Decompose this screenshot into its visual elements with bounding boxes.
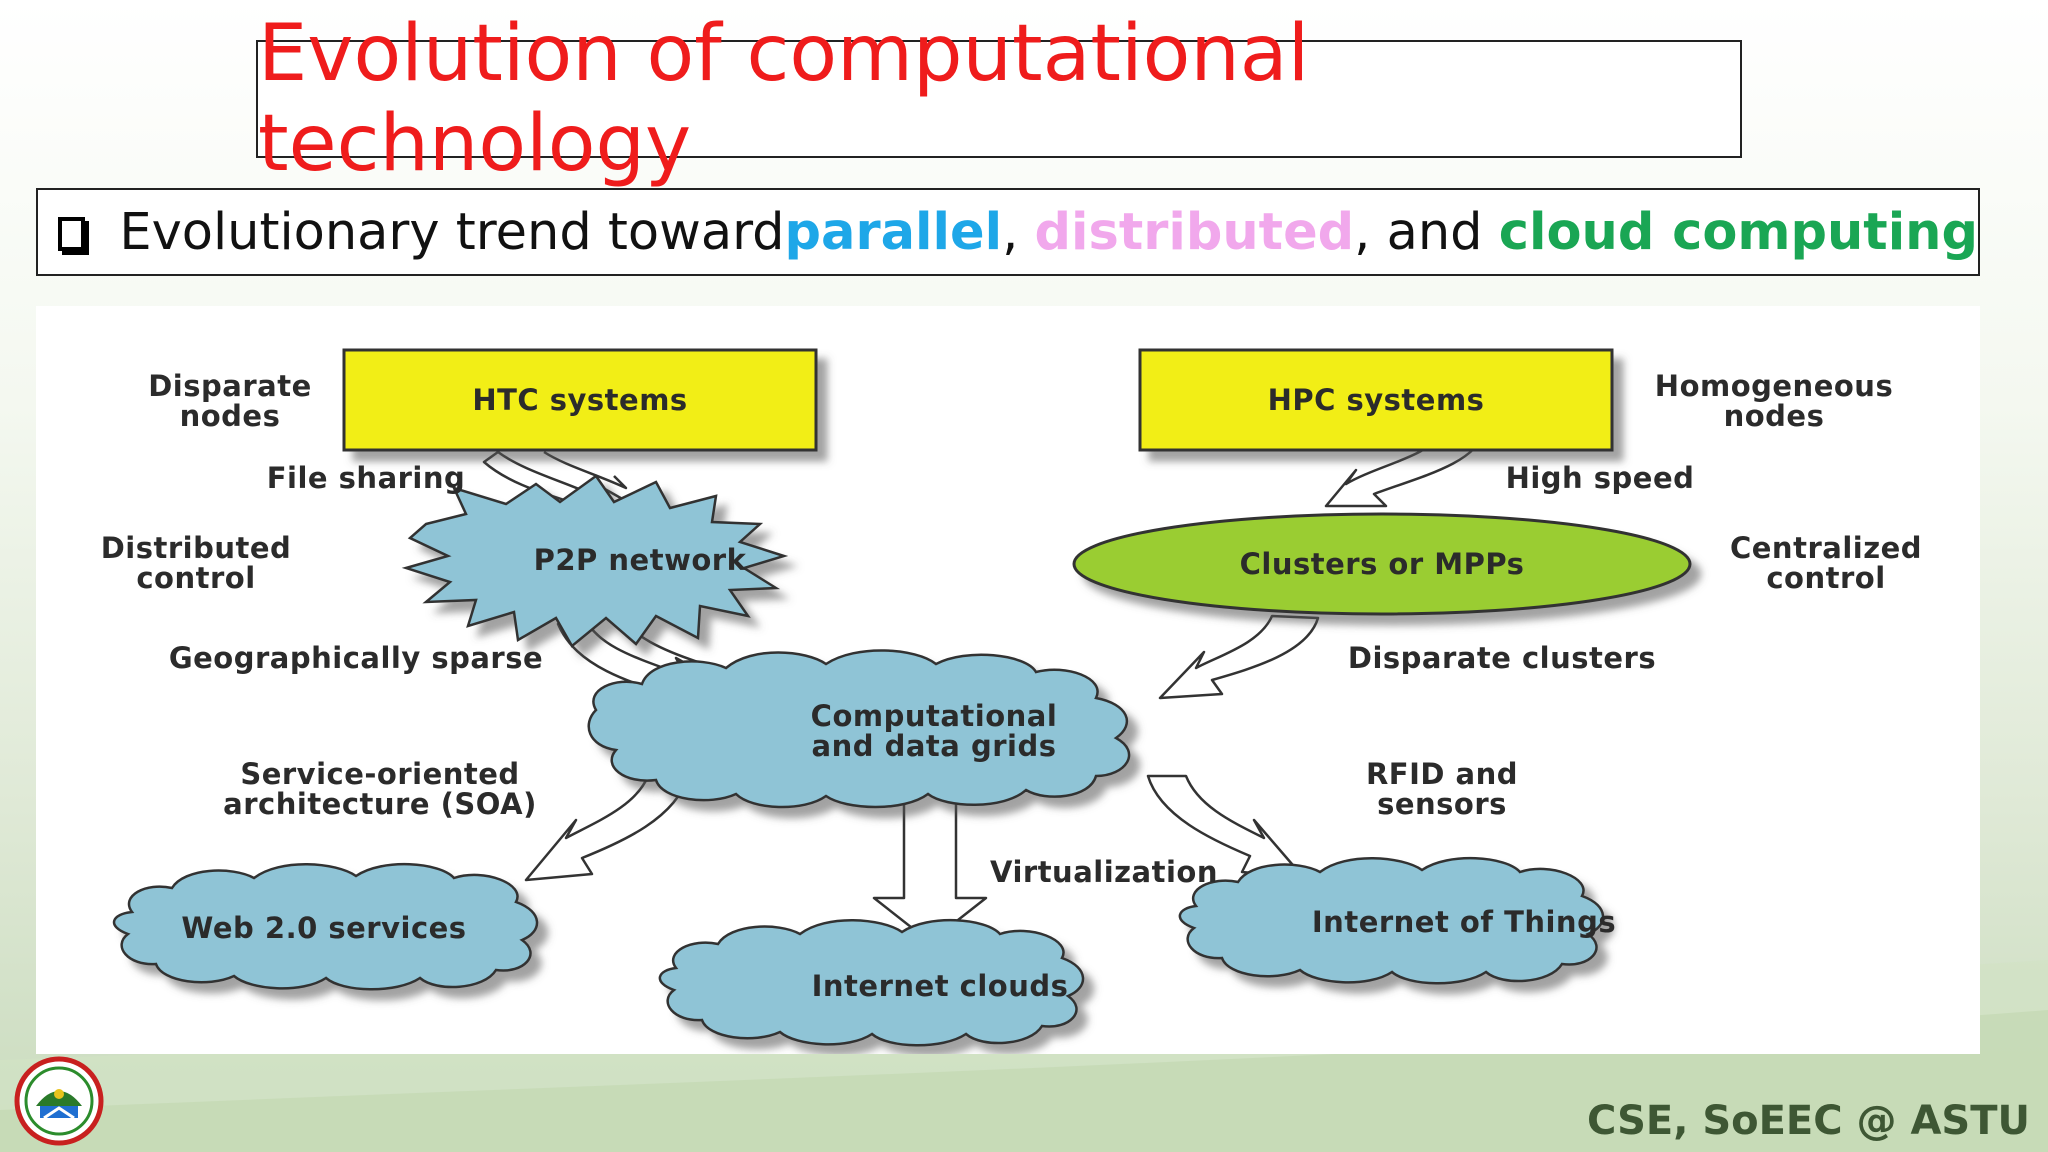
hpc-systems-box (1138, 348, 1614, 452)
internet-clouds-cloud (658, 918, 1085, 1047)
web20-label: Web 2.0 services (181, 911, 466, 945)
keyword-distributed: distributed (1034, 202, 1355, 262)
checkbox-bullet-icon (58, 217, 86, 251)
label-virtualization: Virtualization (990, 855, 1218, 889)
arrow-grids-to-iot (1146, 774, 1306, 880)
subtitle-box: Evolutionary trend toward parallel, dist… (36, 188, 1980, 276)
university-logo-icon (14, 1056, 104, 1146)
label-centralized-control-2: control (1766, 561, 1885, 595)
internet-clouds-label: Internet clouds (812, 969, 1069, 1003)
htc-systems-box (342, 348, 818, 452)
keyword-cloud-computing: cloud computing (1498, 202, 1978, 262)
label-file-sharing: File sharing (267, 461, 466, 495)
subtitle-sep2: , and (1354, 202, 1499, 262)
label-homogeneous-nodes-1: Homogeneous (1655, 369, 1893, 403)
subtitle-sep1: , (1002, 202, 1019, 262)
label-homogeneous-nodes-2: nodes (1724, 399, 1825, 433)
label-centralized-control-1: Centralized (1730, 531, 1922, 565)
label-soa-1: Service-oriented (240, 757, 519, 791)
label-soa-2: architecture (SOA) (223, 787, 537, 821)
label-distributed-control-1: Distributed (101, 531, 292, 565)
hpc-systems-label: HPC systems (1268, 383, 1485, 417)
label-disparate-nodes-1: Disparate (148, 369, 312, 403)
clusters-ellipse (1072, 512, 1692, 616)
grids-label-line1: Computational (811, 699, 1058, 733)
p2p-network-starburst (401, 474, 789, 648)
label-rfid-2: sensors (1377, 787, 1507, 821)
arrow-clusters-to-grids (1158, 614, 1320, 700)
label-disparate-nodes-2: nodes (180, 399, 281, 433)
label-high-speed: High speed (1506, 461, 1695, 495)
slide-title-box: Evolution of computational technology (256, 9, 1742, 189)
grids-cloud (587, 649, 1131, 809)
subtitle-prefix: Evolutionary trend toward (119, 202, 785, 262)
web20-cloud (113, 862, 539, 991)
keyword-parallel: parallel (784, 202, 1003, 262)
label-geographically-sparse: Geographically sparse (169, 641, 543, 675)
grids-label-line2: and data grids (812, 729, 1057, 763)
footer-affiliation: CSE, SoEEC @ ASTU (1586, 1098, 2030, 1144)
iot-label: Internet of Things (1312, 905, 1616, 939)
arrow-grids-to-web20 (524, 774, 690, 882)
label-distributed-control-2: control (136, 561, 255, 595)
slide-title: Evolution of computational technology (258, 9, 1310, 189)
clusters-label: Clusters or MPPs (1240, 547, 1525, 581)
iot-cloud (1178, 856, 1605, 985)
evolution-diagram: HTC systems HPC systems P2P network Clus… (36, 306, 1980, 1054)
label-disparate-clusters: Disparate clusters (1348, 641, 1656, 675)
label-rfid-1: RFID and (1366, 757, 1518, 791)
p2p-network-label: P2P network (534, 543, 747, 577)
htc-systems-label: HTC systems (472, 383, 687, 417)
